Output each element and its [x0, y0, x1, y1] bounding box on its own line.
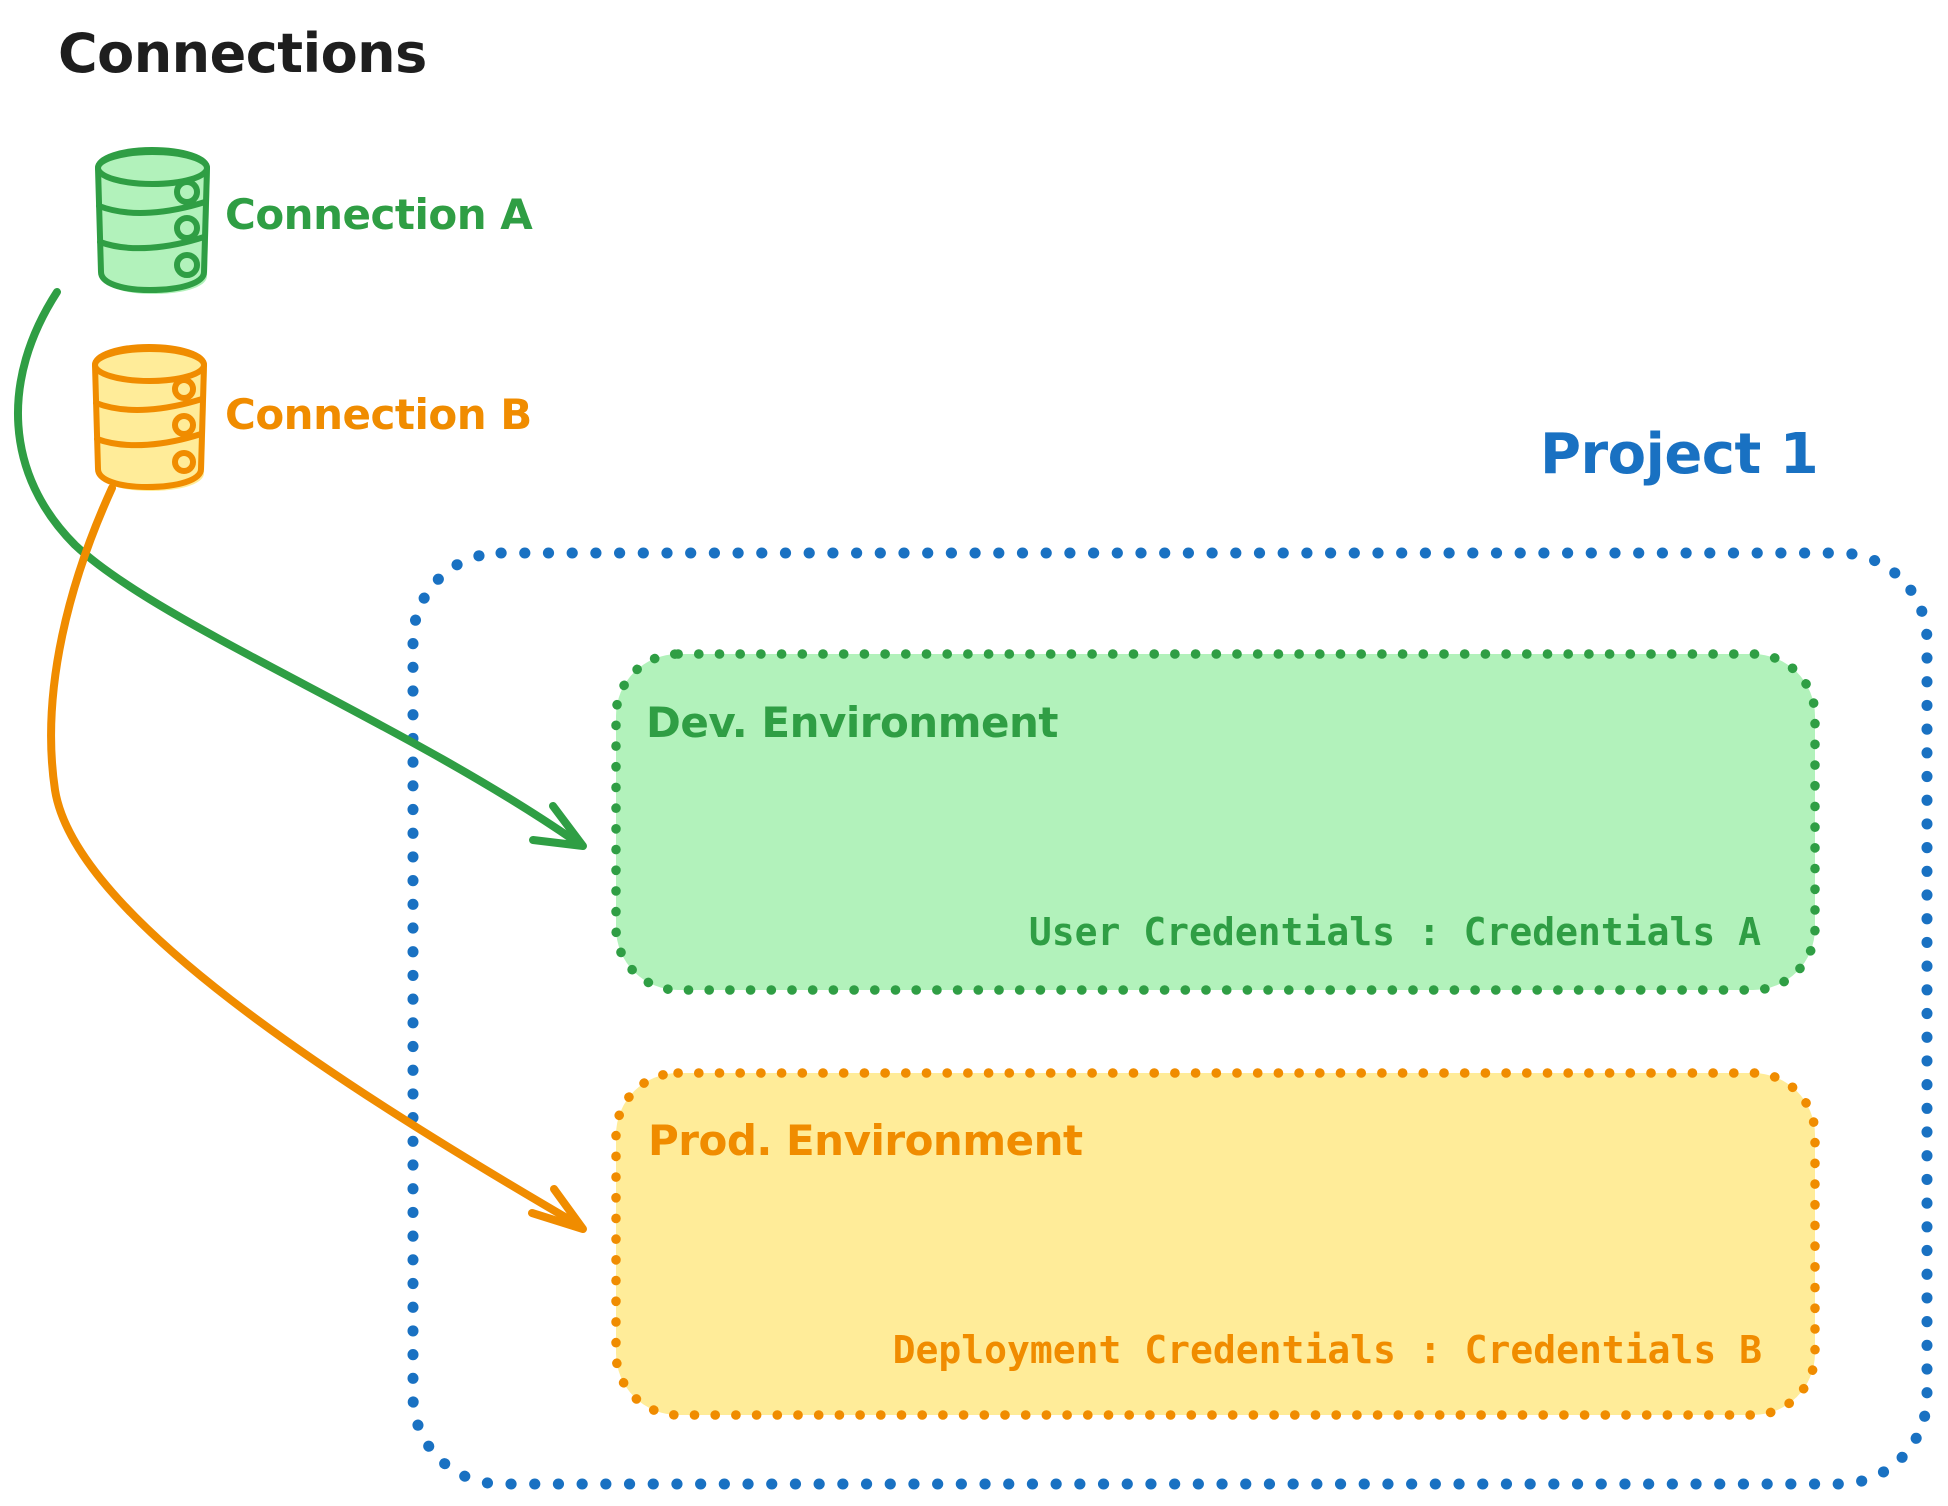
- project-1-label: Project 1: [1540, 422, 1819, 487]
- prod-environment-box: [611, 1068, 1820, 1420]
- connection-b-label: Connection B: [225, 390, 532, 439]
- dev-environment-label: Dev. Environment: [646, 698, 1058, 747]
- arrow-connection-a-to-dev: [14, 288, 587, 850]
- arrow-connection-b-to-prod: [47, 484, 587, 1233]
- connection-a-label: Connection A: [225, 190, 533, 239]
- prod-environment-label: Prod. Environment: [648, 1116, 1083, 1165]
- dev-environment-box: [611, 649, 1820, 995]
- prod-credentials-text: Deployment Credentials : Credentials B: [892, 1328, 1762, 1372]
- connections-title: Connections: [58, 22, 427, 85]
- connection-a-database-icon: [95, 147, 210, 294]
- project-1-box: [407, 547, 1933, 1490]
- connection-b-database-icon: [92, 344, 207, 491]
- dev-credentials-text: User Credentials : Credentials A: [1028, 910, 1761, 954]
